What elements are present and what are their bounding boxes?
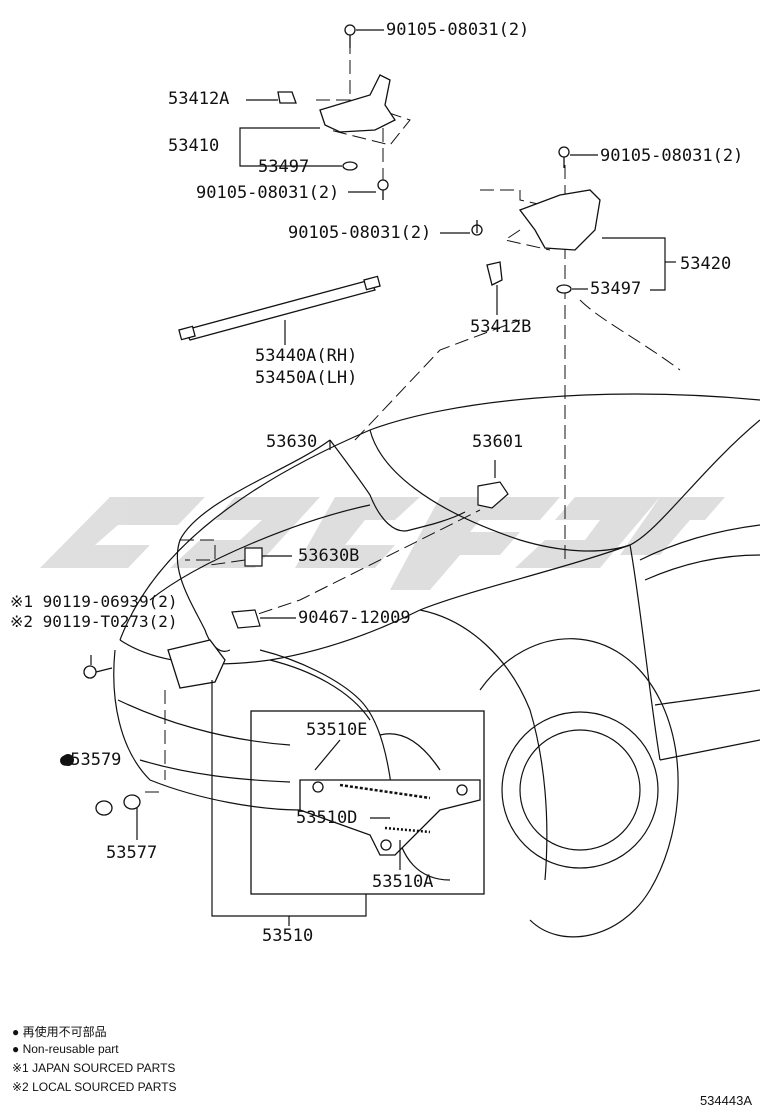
hood-support-rod: [178, 275, 381, 341]
label-53410: 53410: [168, 136, 220, 156]
label-53630: 53630: [266, 432, 318, 452]
label-53412b: 53412B: [470, 317, 532, 337]
label-90105-right-top: 90105-08031(2): [600, 146, 744, 166]
figure-reference: 534443A: [699, 1093, 752, 1108]
label-53412a: 53412A: [168, 89, 230, 109]
label-53440a: 53440A(RH): [255, 346, 358, 366]
label-53497-right: 53497: [590, 279, 642, 299]
label-90105-right-mid: 90105-08031(2): [288, 223, 432, 243]
label-90119-1: ※1 90119-06939(2): [10, 592, 178, 611]
watermark-logo: [40, 497, 725, 590]
label-90119-2: ※2 90119-T0273(2): [10, 612, 178, 631]
hood-lock: [83, 639, 226, 689]
label-53450a: 53450A(LH): [255, 368, 358, 388]
label-53577: 53577: [106, 843, 158, 863]
label-53510e: 53510E: [306, 720, 368, 740]
leader-lines: [90, 29, 676, 926]
hinge-right: [471, 146, 601, 294]
legend-line-2: ● Non-reusable part: [12, 1042, 119, 1056]
label-53420: 53420: [680, 254, 732, 274]
non-reusable-dot: [62, 754, 74, 766]
label-90105-top: 90105-08031(2): [386, 20, 530, 40]
label-53510d: 53510D: [296, 808, 358, 828]
label-53630b: 53630B: [298, 546, 360, 566]
legend-line-1: ● 再使用不可部品: [12, 1025, 107, 1039]
label-90105-left-lower: 90105-08031(2): [196, 183, 340, 203]
lock-detail-inset: [250, 710, 485, 895]
label-90467: 90467-12009: [298, 608, 411, 628]
bumper-stoppers: [95, 794, 141, 816]
label-53510: 53510: [262, 926, 314, 946]
label-53497-left: 53497: [258, 157, 310, 177]
label-53510a: 53510A: [372, 872, 434, 892]
legend-line-3: ※1 JAPAN SOURCED PARTS: [12, 1061, 176, 1075]
label-53579: ●53579: [60, 750, 122, 770]
label-53601: 53601: [472, 432, 524, 452]
legend-line-4: ※2 LOCAL SOURCED PARTS: [12, 1080, 177, 1094]
hinge-left: [277, 24, 396, 200]
